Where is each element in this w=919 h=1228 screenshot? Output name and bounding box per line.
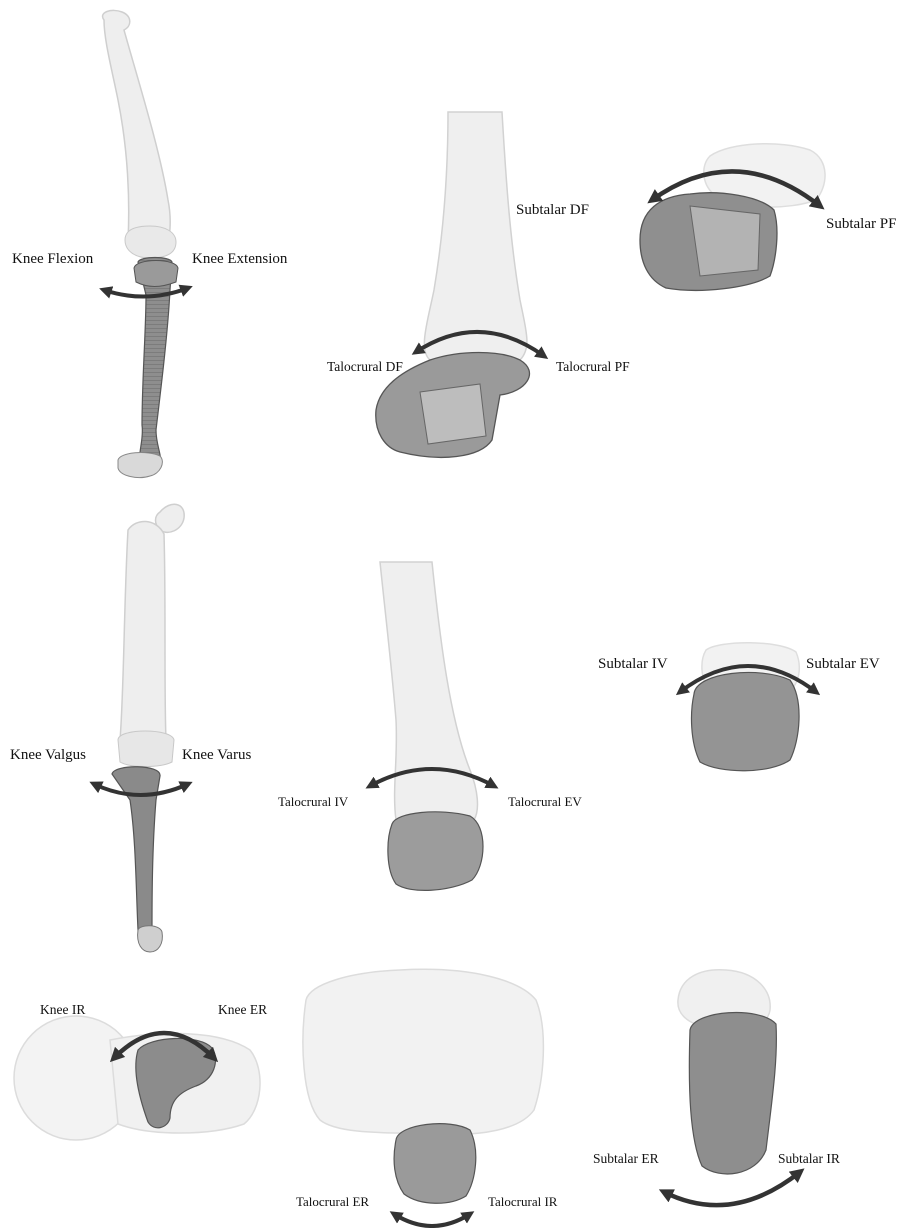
knee-frontal-bones bbox=[112, 504, 184, 952]
subtalar-frontal-minus-label: Subtalar IV bbox=[598, 656, 668, 673]
foot-fragment bbox=[118, 453, 162, 478]
talocrural-sagittal-minus-label: Talocrural DF bbox=[327, 359, 403, 375]
talocrural-sagittal-plus-label: Talocrural PF bbox=[556, 359, 630, 375]
ankle-fragment bbox=[138, 926, 163, 952]
talocrural-frontal-plus-label: Talocrural EV bbox=[508, 794, 582, 810]
tibia-plateau bbox=[134, 261, 178, 287]
subtalar-transverse-bones bbox=[678, 970, 777, 1174]
femur-shaft-shape bbox=[120, 521, 166, 740]
talocrural-transverse-arrow bbox=[394, 1214, 470, 1226]
femur-shape bbox=[103, 10, 171, 250]
knee-sagittal-bones bbox=[103, 10, 178, 477]
subtalar-transverse-minus-label: Subtalar ER bbox=[593, 1151, 659, 1167]
subtalar-sagittal-plus-label: Subtalar PF bbox=[826, 216, 896, 233]
subtalar-sagittal-bones bbox=[640, 144, 825, 291]
talocrural-sagittal-bones bbox=[376, 112, 530, 457]
talocrural-transverse-bones bbox=[303, 969, 543, 1203]
knee-sagittal-minus-label: Knee Flexion bbox=[0, 0, 87, 4]
talus-face bbox=[420, 384, 486, 444]
distal-tibia-shape bbox=[424, 112, 527, 368]
knee-sagittal-plus-label: Knee Extension bbox=[192, 251, 287, 268]
femur-condyles bbox=[125, 226, 176, 258]
tibia-plafond-ghost-shape bbox=[303, 969, 543, 1134]
subtalar-frontal-plus-label: Subtalar EV bbox=[806, 656, 880, 673]
talus-transverse-shape bbox=[394, 1124, 476, 1204]
tibia-shape bbox=[138, 258, 172, 463]
calcaneus-face bbox=[690, 206, 760, 276]
distal-tibia-frontal-shape bbox=[380, 562, 477, 826]
knee-frontal-minus-label: Knee Valgus bbox=[10, 747, 86, 764]
subtalar-transverse-arrow bbox=[664, 1172, 800, 1205]
calcaneus-transverse-shape bbox=[689, 1013, 776, 1174]
knee-transverse-plus-label: Knee ER bbox=[218, 1002, 267, 1018]
talocrural-frontal-bones bbox=[380, 562, 483, 890]
subtalar-transverse-plus-label: Subtalar IR bbox=[778, 1151, 840, 1167]
talocrural-transverse-plus-label: Talocrural IR bbox=[488, 1194, 557, 1210]
knee-frontal-plus-label: Knee Varus bbox=[182, 747, 251, 764]
subtalar-frontal-bones bbox=[692, 643, 800, 771]
talus-frontal-shape bbox=[388, 812, 483, 891]
subtalar-sagittal-minus-label: Subtalar DF bbox=[516, 202, 589, 219]
talocrural-frontal-minus-label: Talocrural IV bbox=[278, 794, 348, 810]
knee-transverse-minus-label: Knee IR bbox=[40, 1002, 85, 1018]
talocrural-transverse-minus-label: Talocrural ER bbox=[296, 1194, 369, 1210]
calcaneus-frontal-shape bbox=[692, 672, 800, 770]
knee-transverse-bones bbox=[14, 1016, 260, 1140]
knee-sagittal-minus-label: Knee Flexion bbox=[12, 251, 93, 268]
femur-condyles-frontal bbox=[118, 731, 174, 767]
